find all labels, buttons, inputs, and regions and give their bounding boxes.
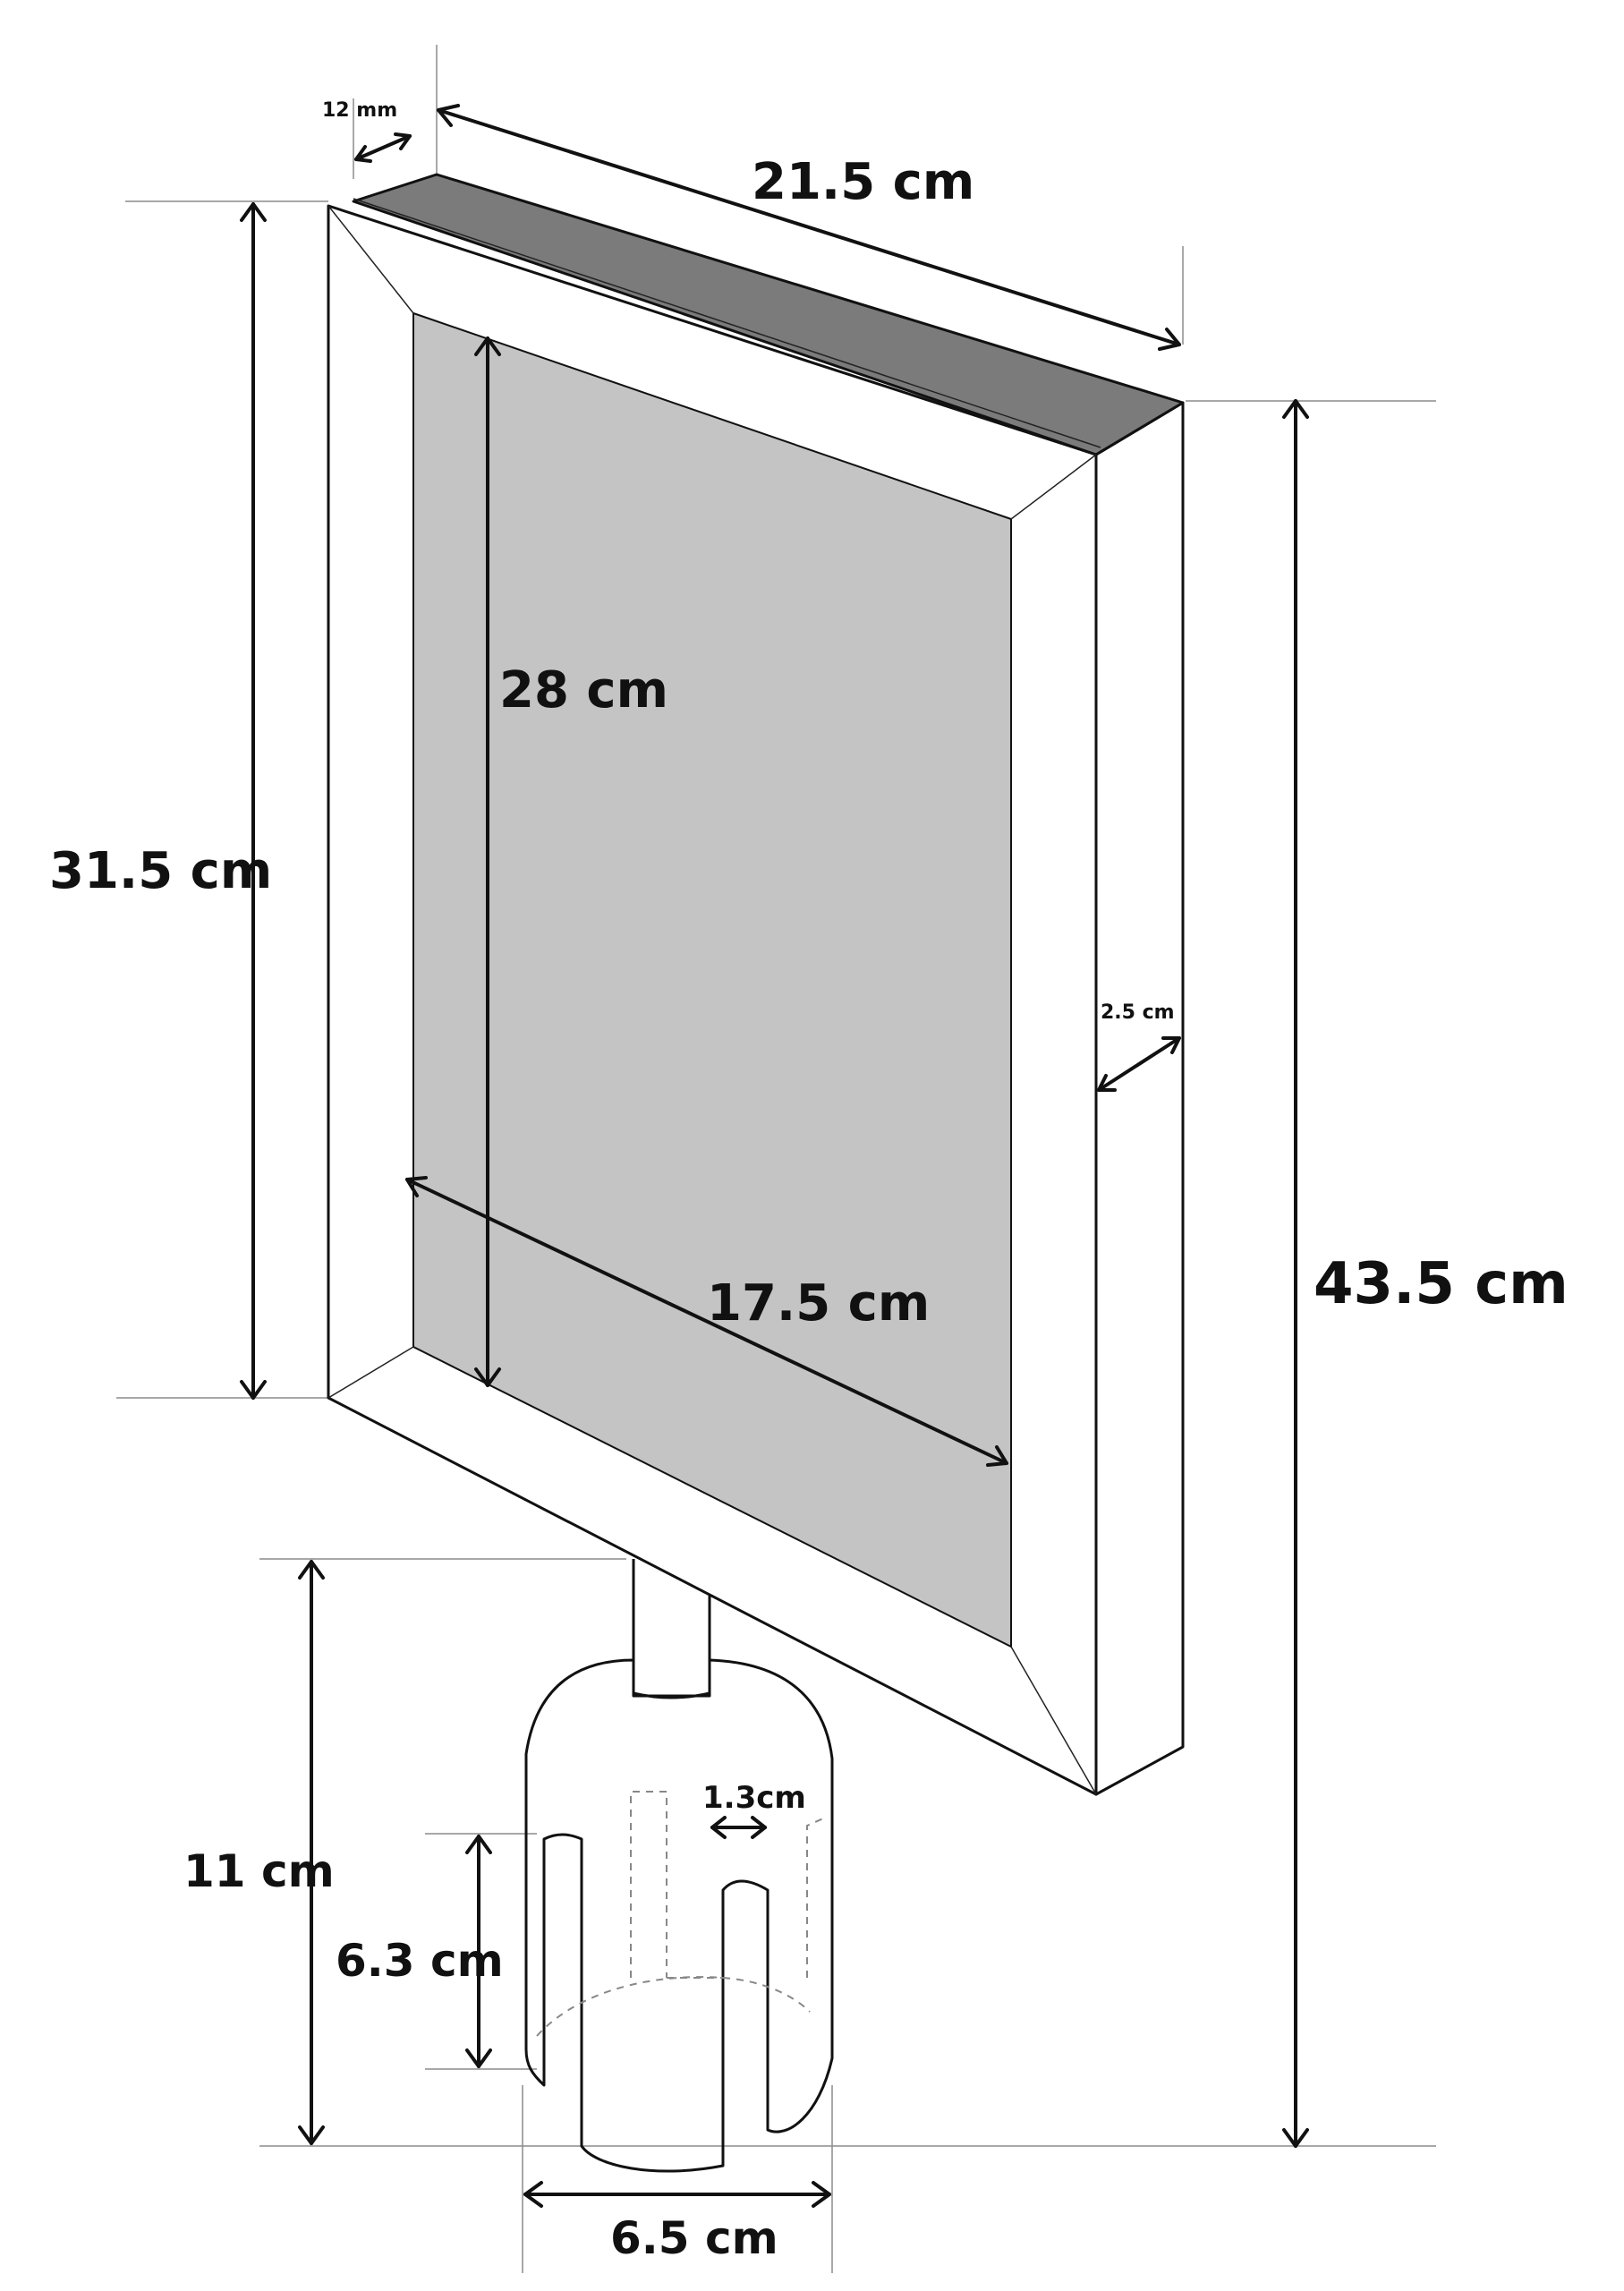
bevel-top-left xyxy=(327,205,414,314)
arrow-frame-width xyxy=(437,108,1181,346)
bevel-bottom-left xyxy=(327,1346,414,1399)
dimension-labels: 12 mm 21.5 cm 31.5 cm 28 cm 2.5 cm 43.5 … xyxy=(49,99,1569,2264)
label-total-height: 43.5 cm xyxy=(1314,1251,1569,1317)
label-slot-width: 1.3cm xyxy=(702,1780,806,1816)
frame-top-strip xyxy=(353,175,1183,455)
label-side-depth: 2.5 cm xyxy=(1101,1001,1175,1024)
bevel-bottom-right xyxy=(1010,1646,1097,1795)
back-slot-left xyxy=(630,1791,667,1978)
label-base-height: 11 cm xyxy=(183,1845,335,1897)
frame-right-side xyxy=(1094,401,1185,1796)
extension-lines xyxy=(116,45,1436,2273)
label-top-thickness: 12 mm xyxy=(322,99,397,122)
label-frame-height: 31.5 cm xyxy=(49,842,272,900)
arrow-inner-width xyxy=(405,1178,1008,1465)
post-and-base xyxy=(524,1559,834,2173)
post xyxy=(632,1559,711,1698)
label-inner-height: 28 cm xyxy=(499,661,668,720)
label-base-width: 6.5 cm xyxy=(610,2212,778,2264)
sign-panel xyxy=(412,311,1012,1648)
bevel-top-right xyxy=(1010,454,1097,520)
arrow-side-depth xyxy=(1097,1036,1181,1092)
label-inner-width: 17.5 cm xyxy=(707,1274,930,1333)
arrow-top-thickness xyxy=(354,134,412,161)
dimension-arrows xyxy=(240,104,1309,2208)
sign-frame xyxy=(327,173,1185,1796)
label-slot-height: 6.3 cm xyxy=(336,1935,504,1987)
back-slot-right xyxy=(806,1818,824,1978)
base-body xyxy=(524,1658,834,2173)
label-frame-width: 21.5 cm xyxy=(752,153,974,211)
frame-top-inner-edge xyxy=(353,198,1101,448)
